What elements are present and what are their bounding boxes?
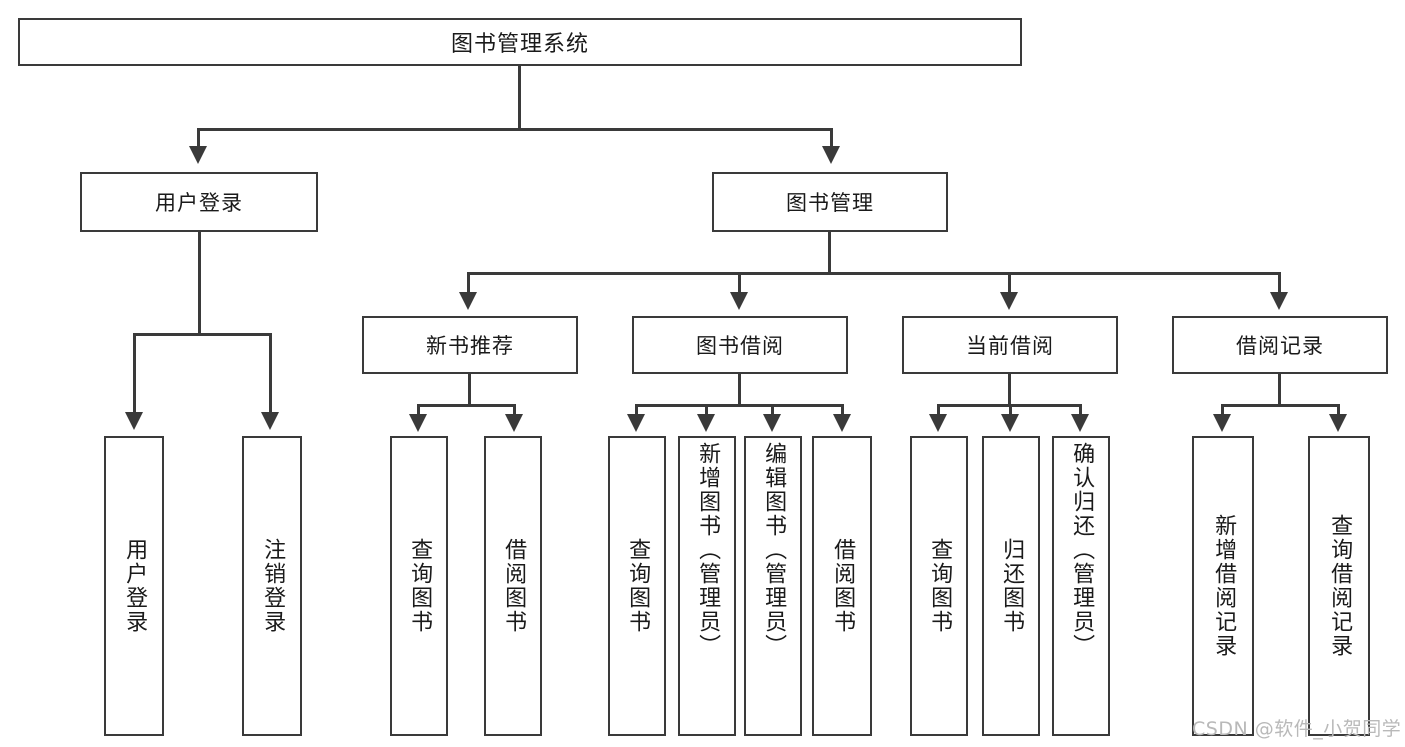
arrow-br-to-leaf1 — [1213, 414, 1231, 432]
node-current-borrow[interactable]: 当前借阅 — [902, 316, 1118, 374]
node-leaf-return-book[interactable]: 归还图书 — [982, 436, 1040, 736]
connector-cb-to-leaf1 — [937, 404, 940, 416]
node-label: 查询图书 — [927, 538, 953, 634]
connector-bb-bus — [635, 404, 841, 407]
node-label: 新书推荐 — [426, 334, 514, 358]
node-book-management[interactable]: 图书管理 — [712, 172, 948, 232]
connector-cb-to-leaf2 — [1009, 404, 1012, 416]
arrow-cb-to-leaf3 — [1071, 414, 1089, 432]
node-leaf-query-borrow-record[interactable]: 查询借阅记录 — [1308, 436, 1370, 736]
connector-root-to-book-management — [830, 128, 833, 148]
connector-nbr-bus — [417, 404, 516, 407]
node-label: 图书管理系统 — [450, 32, 589, 57]
node-leaf-query-book-3[interactable]: 查询图书 — [910, 436, 968, 736]
node-leaf-confirm-return-admin[interactable]: 确认归还（管理员） — [1052, 436, 1110, 736]
arrow-bb-to-leaf1 — [627, 414, 645, 432]
connector-user-login-bus — [133, 333, 272, 336]
node-leaf-user-login[interactable]: 用户登录 — [104, 436, 164, 736]
arrow-cb-to-leaf1 — [929, 414, 947, 432]
connector-br-drop — [1278, 374, 1281, 406]
arrow-bm-to-book-borrow — [730, 292, 748, 310]
node-user-login[interactable]: 用户登录 — [80, 172, 318, 232]
connector-bb-drop — [738, 374, 741, 406]
node-label: 用户登录 — [122, 538, 148, 634]
connector-bm-to-current-borrow — [1008, 272, 1011, 294]
arrow-bb-to-leaf4 — [833, 414, 851, 432]
node-leaf-logout[interactable]: 注销登录 — [242, 436, 302, 736]
node-leaf-add-book-admin[interactable]: 新增图书（管理员） — [678, 436, 736, 736]
connector-nbr-to-leaf2 — [513, 404, 516, 416]
arrow-bm-to-current-borrow — [1000, 292, 1018, 310]
node-label: 确认归还（管理员） — [1069, 442, 1095, 658]
arrow-bb-to-leaf3 — [763, 414, 781, 432]
connector-book-management-bus — [467, 272, 1280, 275]
arrow-bb-to-leaf2 — [697, 414, 715, 432]
node-label: 编辑图书（管理员） — [761, 442, 787, 658]
node-borrow-record[interactable]: 借阅记录 — [1172, 316, 1388, 374]
connector-bb-to-leaf3 — [771, 404, 774, 416]
arrow-bm-to-new-book — [459, 292, 477, 310]
node-label: 查询图书 — [625, 538, 651, 634]
connector-nbr-to-leaf1 — [417, 404, 420, 416]
node-label: 用户登录 — [155, 191, 243, 215]
connector-bm-to-book-borrow — [738, 272, 741, 294]
connector-cb-to-leaf3 — [1079, 404, 1082, 416]
node-label: 借阅记录 — [1236, 334, 1324, 358]
arrow-user-login-to-leaf2 — [261, 412, 279, 430]
arrow-nbr-to-leaf1 — [409, 414, 427, 432]
connector-user-login-to-leaf1 — [133, 333, 136, 414]
node-leaf-edit-book-admin[interactable]: 编辑图书（管理员） — [744, 436, 802, 736]
connector-br-bus — [1221, 404, 1340, 407]
arrow-nbr-to-leaf2 — [505, 414, 523, 432]
node-leaf-borrow-book-1[interactable]: 借阅图书 — [484, 436, 542, 736]
arrow-br-to-leaf2 — [1329, 414, 1347, 432]
arrow-user-login-to-leaf1 — [125, 412, 143, 430]
node-leaf-borrow-book-2[interactable]: 借阅图书 — [812, 436, 872, 736]
connector-root-to-user-login — [197, 128, 200, 148]
connector-br-to-leaf2 — [1337, 404, 1340, 416]
node-new-book-recommend[interactable]: 新书推荐 — [362, 316, 578, 374]
connector-bm-to-new-book — [467, 272, 470, 294]
arrow-root-to-user-login — [189, 146, 207, 164]
node-label: 查询图书 — [407, 538, 433, 634]
node-leaf-query-book-2[interactable]: 查询图书 — [608, 436, 666, 736]
connector-bm-to-borrow-record — [1278, 272, 1281, 294]
connector-book-management-drop — [828, 232, 831, 274]
node-root-system[interactable]: 图书管理系统 — [18, 18, 1022, 66]
node-leaf-add-borrow-record[interactable]: 新增借阅记录 — [1192, 436, 1254, 736]
node-label: 图书管理 — [786, 191, 874, 215]
arrow-cb-to-leaf2 — [1001, 414, 1019, 432]
node-label: 新增图书（管理员） — [695, 442, 721, 658]
connector-bb-to-leaf4 — [841, 404, 844, 416]
node-label: 当前借阅 — [966, 334, 1054, 358]
node-book-borrow[interactable]: 图书借阅 — [632, 316, 848, 374]
node-label: 归还图书 — [999, 538, 1025, 634]
connector-bb-to-leaf2 — [705, 404, 708, 416]
arrow-root-to-book-management — [822, 146, 840, 164]
connector-root-drop — [518, 66, 521, 130]
connector-user-login-to-leaf2 — [269, 333, 272, 414]
connector-root-bus — [197, 128, 833, 131]
node-label: 新增借阅记录 — [1211, 514, 1237, 658]
connector-cb-drop — [1008, 374, 1011, 406]
node-label: 图书借阅 — [696, 334, 784, 358]
node-label: 查询借阅记录 — [1327, 514, 1353, 658]
node-label: 借阅图书 — [830, 538, 856, 634]
arrow-bm-to-borrow-record — [1270, 292, 1288, 310]
connector-bb-to-leaf1 — [635, 404, 638, 416]
node-leaf-query-book-1[interactable]: 查询图书 — [390, 436, 448, 736]
connector-user-login-drop — [198, 232, 201, 335]
node-label: 借阅图书 — [501, 538, 527, 634]
connector-nbr-drop — [468, 374, 471, 406]
connector-br-to-leaf1 — [1221, 404, 1224, 416]
node-label: 注销登录 — [260, 538, 286, 634]
